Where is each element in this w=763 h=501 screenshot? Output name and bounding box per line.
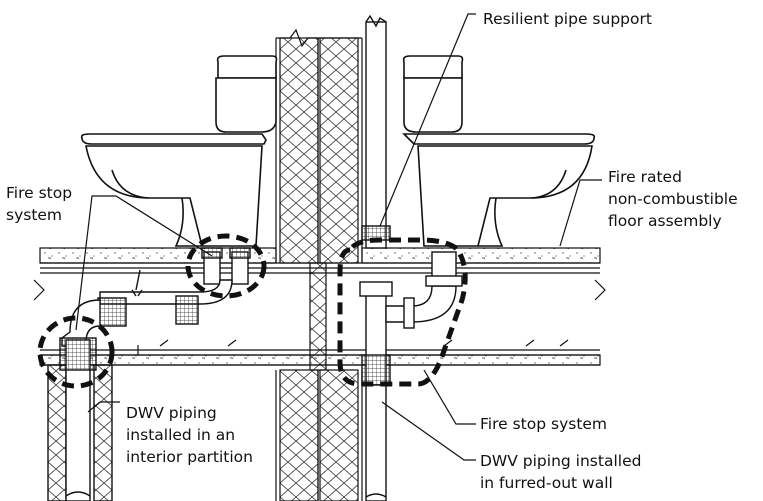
label-dwv-furred: DWV piping installed in furred-out wall [480, 450, 641, 494]
central-wall [275, 28, 363, 501]
label-fire-stop-right: Fire stop system [480, 413, 607, 435]
dwv-stack-left [47, 337, 113, 501]
label-resilient-pipe-support-text: Resilient pipe support [483, 10, 652, 28]
label-line: floor assembly [608, 212, 722, 230]
floor-assembly [33, 247, 606, 366]
label-fire-stop-right-text: Fire stop system [480, 415, 608, 433]
label-line: interior partition [126, 448, 253, 466]
label-fire-rated-floor: Fire rated non-combustible floor assembl… [608, 166, 738, 232]
label-line: system [6, 206, 63, 224]
dwv-branch-left [61, 247, 251, 347]
label-dwv-interior: DWV piping installed in an interior part… [126, 402, 253, 468]
dwv-branch-right [385, 251, 463, 329]
label-line: Fire rated [608, 168, 682, 186]
toilet-right [402, 55, 596, 247]
label-line: DWV piping [126, 404, 217, 422]
label-line: in furred-out wall [480, 474, 613, 492]
label-line: non-combustible [608, 190, 738, 208]
dwv-stack-right [359, 14, 393, 501]
label-resilient-pipe-support: Resilient pipe support [483, 8, 652, 30]
leader-lines [75, 13, 602, 461]
label-line: DWV piping installed [480, 452, 642, 470]
label-line: Fire stop [6, 184, 73, 202]
fire-stop-markers [37, 233, 468, 389]
toilet-left [80, 55, 278, 247]
label-line: installed in an [126, 426, 236, 444]
label-fire-stop-left: Fire stop system [6, 182, 72, 226]
